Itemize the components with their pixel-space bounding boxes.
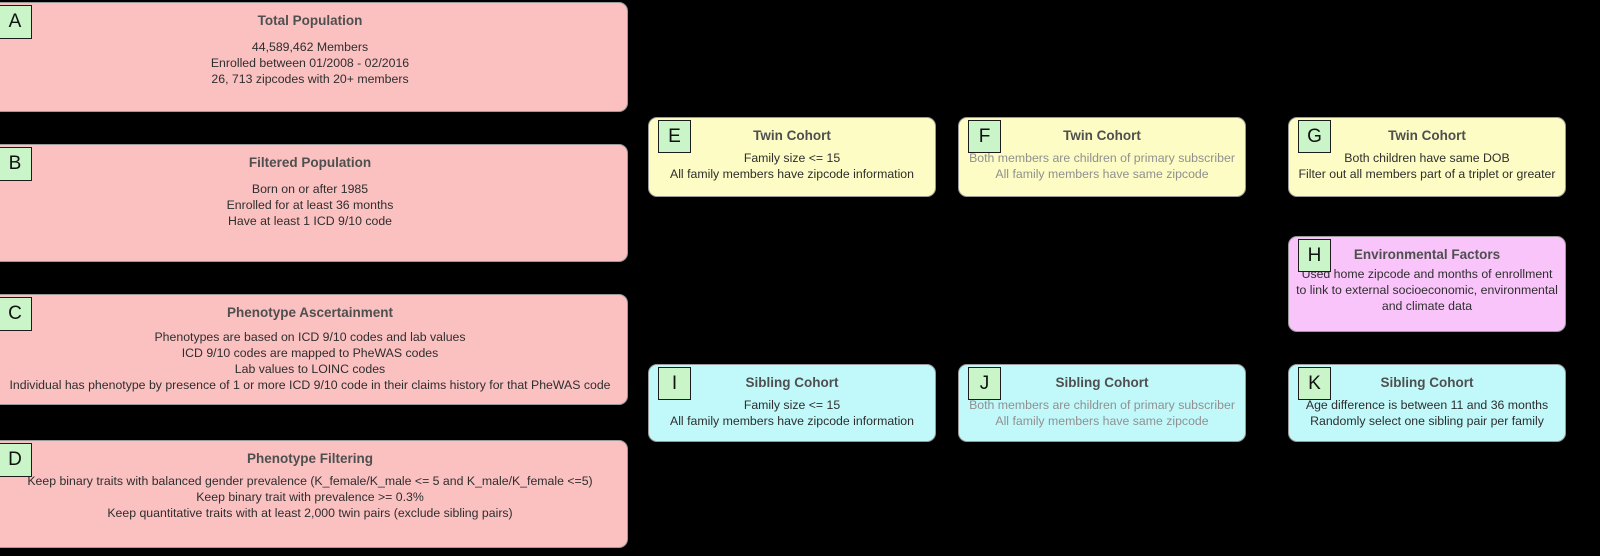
node-twin-cohort-e: E Twin Cohort Family size <= 15 All fami…	[648, 117, 936, 197]
text-line: Enrolled between 01/2008 - 02/2016	[210, 56, 410, 70]
node-label-badge: C	[0, 297, 32, 331]
node-label-badge: K	[1298, 367, 1331, 400]
node-title: Filtered Population	[248, 155, 372, 170]
node-title: Twin Cohort	[753, 128, 831, 143]
text-line: Used home zipcode and months of enrollme…	[1296, 267, 1558, 313]
text-line: Both members are children of primary sub…	[969, 151, 1235, 165]
node-label-badge: J	[968, 367, 1001, 400]
node-body: Age difference is between 11 and 36 mont…	[1289, 397, 1565, 429]
node-label-badge: G	[1298, 120, 1331, 153]
text-line: Randomly select one sibling pair per fam…	[1310, 414, 1544, 428]
text-line: Keep quantitative traits with at least 2…	[107, 506, 513, 520]
node-body: Both children have same DOB Filter out a…	[1289, 150, 1565, 182]
text-line: 44,589,462 Members	[251, 40, 369, 54]
node-sibling-cohort-j: J Sibling Cohort Both members are childr…	[958, 364, 1246, 442]
text-line: Filter out all members part of a triplet…	[1298, 167, 1556, 181]
text-line: Age difference is between 11 and 36 mont…	[1305, 398, 1549, 412]
text-line: All family members have zipcode informat…	[670, 414, 914, 428]
node-filtered-population: B Filtered Population Born on or after 1…	[0, 144, 628, 262]
node-title: Sibling Cohort	[1380, 375, 1474, 390]
node-label-badge: F	[968, 120, 1001, 153]
text-line: Lab values to LOINC codes	[234, 362, 386, 376]
text-line: Keep binary traits with balanced gender …	[27, 474, 593, 488]
node-body: Family size <= 15 All family members hav…	[649, 150, 935, 182]
node-title: Environmental Factors	[1353, 247, 1501, 262]
text-line: Have at least 1 ICD 9/10 code	[227, 214, 393, 228]
node-label-badge: B	[0, 147, 32, 181]
text-line: Family size <= 15	[743, 151, 841, 165]
text-line: Enrolled for at least 36 months	[226, 198, 394, 212]
text-line: All family members have same zipcode	[995, 414, 1209, 428]
text-line: Family size <= 15	[743, 398, 841, 412]
node-label-badge: H	[1298, 239, 1331, 272]
text-line: All family members have same zipcode	[995, 167, 1209, 181]
text-line: Born on or after 1985	[251, 182, 369, 196]
node-title: Total Population	[257, 13, 363, 28]
node-environmental-factors: H Environmental Factors Used home zipcod…	[1288, 236, 1566, 332]
node-title: Sibling Cohort	[745, 375, 839, 390]
node-total-population: A Total Population 44,589,462 Members En…	[0, 2, 628, 112]
node-body: Both members are children of primary sub…	[959, 397, 1245, 429]
text-line: Keep binary trait with prevalence >= 0.3…	[196, 490, 424, 504]
text-line: Phenotypes are based on ICD 9/10 codes a…	[154, 330, 466, 344]
node-twin-cohort-g: G Twin Cohort Both children have same DO…	[1288, 117, 1566, 197]
node-body: Phenotypes are based on ICD 9/10 codes a…	[0, 329, 627, 393]
node-sibling-cohort-i: I Sibling Cohort Family size <= 15 All f…	[648, 364, 936, 442]
text-line: Both members are children of primary sub…	[969, 398, 1235, 412]
node-body: Keep binary traits with balanced gender …	[0, 473, 627, 521]
node-title: Sibling Cohort	[1055, 375, 1149, 390]
node-body: Used home zipcode and months of enrollme…	[1289, 266, 1565, 314]
node-title: Phenotype Ascertainment	[226, 305, 394, 320]
node-label-badge: I	[658, 367, 691, 400]
node-phenotype-ascertainment: C Phenotype Ascertainment Phenotypes are…	[0, 294, 628, 405]
node-label-badge: A	[0, 5, 32, 39]
text-line: Both children have same DOB	[1344, 151, 1510, 165]
node-label-badge: D	[0, 443, 32, 477]
node-label-badge: E	[658, 120, 691, 153]
text-line: All family members have zipcode informat…	[670, 167, 914, 181]
node-phenotype-filtering: D Phenotype Filtering Keep binary traits…	[0, 440, 628, 548]
text-line: Individual has phenotype by presence of …	[9, 378, 611, 392]
node-body: 44,589,462 Members Enrolled between 01/2…	[0, 39, 627, 87]
node-title: Phenotype Filtering	[246, 451, 373, 466]
text-line: ICD 9/10 codes are mapped to PheWAS code…	[181, 346, 439, 360]
node-title: Twin Cohort	[1063, 128, 1141, 143]
node-title: Twin Cohort	[1388, 128, 1466, 143]
node-body: Born on or after 1985 Enrolled for at le…	[0, 181, 627, 229]
node-sibling-cohort-k: K Sibling Cohort Age difference is betwe…	[1288, 364, 1566, 442]
node-twin-cohort-f: F Twin Cohort Both members are children …	[958, 117, 1246, 197]
node-body: Family size <= 15 All family members hav…	[649, 397, 935, 429]
text-line: 26, 713 zipcodes with 20+ members	[211, 72, 409, 86]
node-body: Both members are children of primary sub…	[959, 150, 1245, 182]
